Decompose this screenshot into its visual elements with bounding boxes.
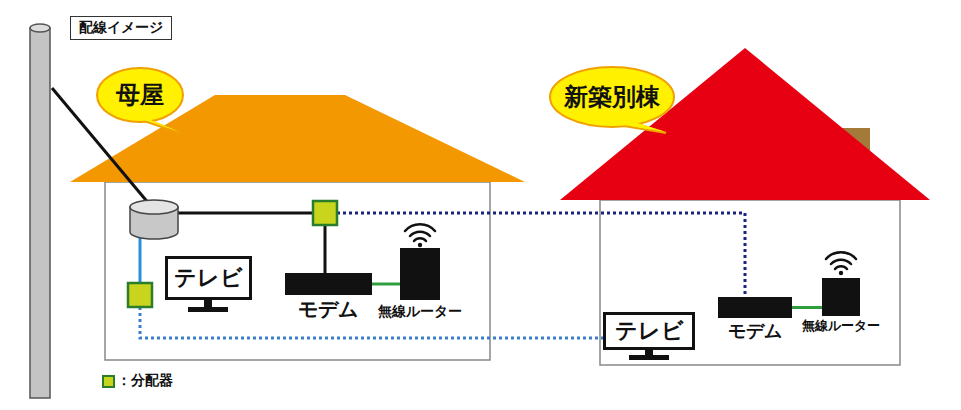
device-body	[822, 278, 860, 316]
tv-stand	[188, 307, 228, 312]
wifi-icon	[826, 252, 856, 269]
device: 無線ルーター	[377, 248, 463, 319]
diagram-title: 配線イメージ	[70, 16, 172, 40]
node-label: 母屋	[116, 79, 164, 111]
node-label: 無線ルーター	[802, 319, 880, 334]
wifi-icon	[405, 224, 435, 241]
legend-swatch	[102, 375, 115, 388]
antenna-cable	[139, 238, 142, 283]
device: モデム	[718, 297, 792, 342]
bubble-ellipse	[550, 67, 674, 127]
bubble-tail-fill	[126, 114, 180, 132]
speech-bubble: 母屋	[96, 67, 184, 123]
cable-connector	[372, 283, 401, 286]
tv-stand	[204, 300, 212, 307]
main-house-wall	[105, 182, 490, 360]
speech-bubble: 新築別棟	[549, 66, 675, 128]
cable	[324, 225, 327, 273]
cable-connector	[792, 306, 822, 309]
device-body	[718, 297, 792, 318]
node-label: テレビ	[615, 316, 684, 346]
utility-pole	[30, 28, 50, 398]
device-body	[400, 248, 440, 300]
legend-label: ：分配器	[117, 372, 173, 390]
tv-box: テレビ	[165, 256, 252, 300]
lead-in-box-top	[130, 200, 178, 214]
device: モデム	[285, 273, 372, 321]
dotted-antenna-cable	[140, 307, 603, 338]
tv-stand	[629, 355, 669, 360]
wifi-dot	[839, 271, 843, 275]
splitter	[128, 283, 152, 307]
legend-item: ：分配器	[102, 372, 173, 390]
dotted-cable	[337, 213, 745, 297]
bubble-tail-fill	[606, 120, 666, 132]
node-label: 新築別棟	[564, 81, 660, 113]
annex-wall	[600, 200, 900, 365]
node-label: 無線ルーター	[378, 303, 462, 319]
tv-box: テレビ	[603, 312, 695, 350]
node-label: モデム	[728, 321, 782, 342]
legend: ：分配器	[102, 372, 173, 390]
device: 無線ルーター	[801, 278, 881, 334]
wifi-dot	[418, 243, 422, 247]
splitter	[313, 201, 337, 225]
pole-top	[30, 24, 50, 32]
bubble-ellipse	[97, 68, 183, 122]
node-label: モデム	[298, 298, 358, 321]
device-body	[285, 273, 372, 295]
node-label: テレビ	[174, 263, 243, 293]
cable	[178, 212, 313, 215]
